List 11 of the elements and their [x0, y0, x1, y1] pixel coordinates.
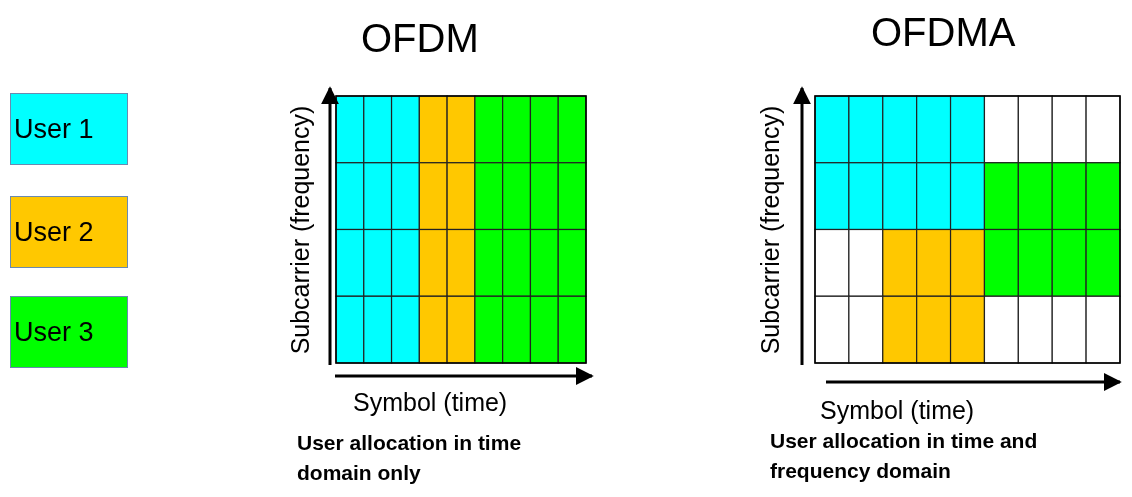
- legend-label: User 3: [13, 316, 94, 348]
- axis-label: Symbol (time): [820, 395, 975, 425]
- caption: User allocation in time and frequency domain: [770, 428, 1039, 485]
- legend-label: User 1: [13, 113, 94, 145]
- axis-label: Subcarrier (frequency): [285, 105, 315, 355]
- axis-label: Subcarrier (frequency): [755, 105, 785, 355]
- chart-title: OFDMA: [871, 9, 1016, 55]
- axis-label: Symbol (time): [353, 387, 508, 417]
- legend-label: User 2: [13, 216, 94, 248]
- chart-title: OFDM: [361, 15, 479, 61]
- caption: User allocation in time domain only: [297, 430, 523, 487]
